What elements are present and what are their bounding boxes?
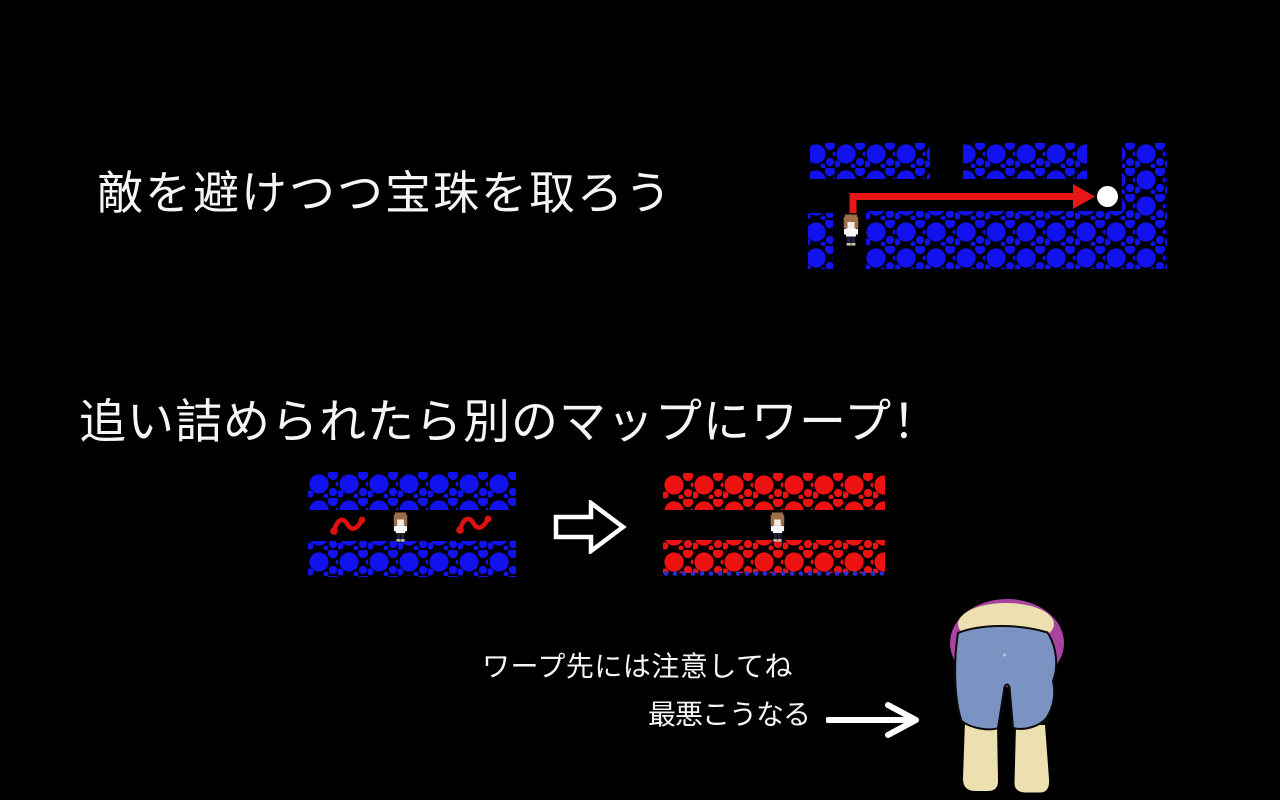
cornered-blue-map <box>308 472 516 578</box>
left-leg-shape <box>962 721 998 791</box>
player-character-sprite <box>842 214 860 246</box>
tip1-heading: 敵を避けつつ宝珠を取ろう <box>97 167 673 219</box>
player-character-sprite <box>392 512 409 542</box>
tile-block <box>663 540 885 573</box>
route-arrow-icon <box>849 184 1095 213</box>
tile-block <box>810 143 930 179</box>
warp-arrow-icon <box>553 500 627 554</box>
warp-caution-text: ワープ先には注意してね <box>482 651 793 682</box>
tile-block <box>808 213 833 269</box>
right-leg-shape <box>1014 725 1050 793</box>
enemy-worm-icon <box>456 511 492 537</box>
tile-block <box>963 143 1087 179</box>
warp-destination-red-map <box>663 472 885 578</box>
shorts-shape <box>954 625 1058 731</box>
treasure-orb-icon <box>1097 186 1118 207</box>
map-edge-dots <box>663 571 885 576</box>
tile-block <box>308 541 516 577</box>
tile-block <box>663 473 885 510</box>
stuck-legs-illustration <box>950 599 1064 793</box>
enemy-worm-icon <box>330 512 366 538</box>
tile-block <box>866 211 1167 269</box>
treasure-map <box>805 142 1167 270</box>
worst-case-arrow-icon <box>826 702 919 738</box>
shorts-dot <box>1002 653 1007 657</box>
player-character-sprite <box>769 512 786 542</box>
worst-case-text: 最悪こうなる <box>648 699 811 730</box>
tile-block <box>308 472 516 510</box>
tip2-heading: 追い詰められたら別のマップにワープ！ <box>79 395 941 448</box>
